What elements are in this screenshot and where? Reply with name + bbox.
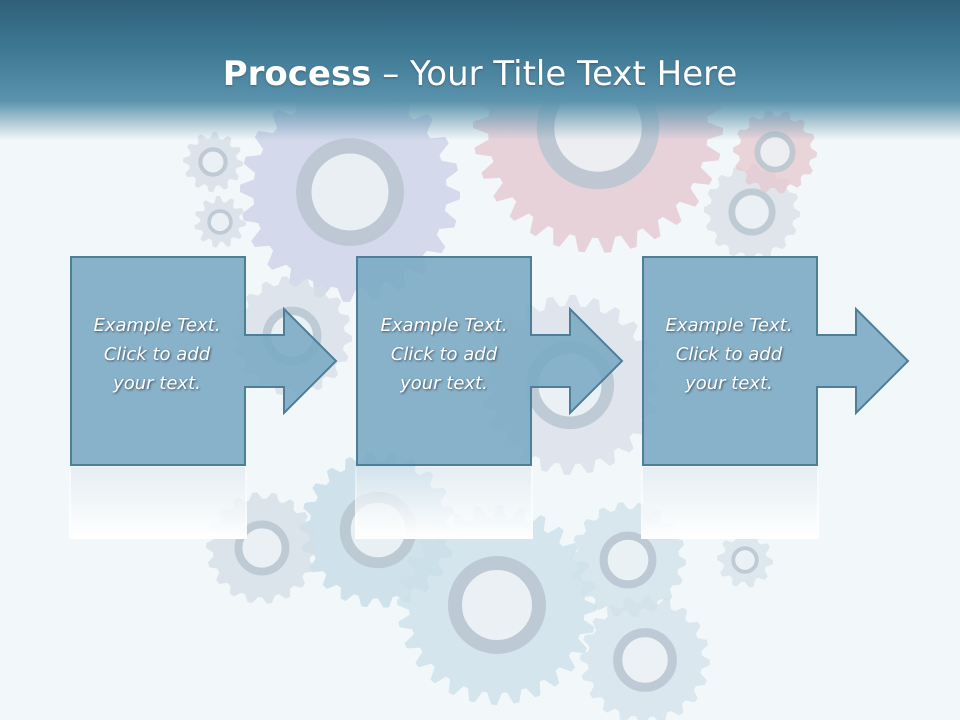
gear-hub: [728, 188, 776, 236]
process-step-3-shape[interactable]: [642, 256, 910, 466]
gear-hub: [448, 556, 546, 654]
gear-hub: [731, 546, 759, 574]
gear-hub: [296, 138, 404, 246]
reflection-fade: [641, 467, 819, 539]
reflection-fade: [69, 467, 247, 539]
gear-hub: [234, 520, 290, 576]
step-2-text[interactable]: Example Text. Click to add your text.: [380, 315, 508, 394]
gear-hub: [599, 531, 657, 589]
gear-hub: [613, 628, 677, 692]
step-3-text[interactable]: Example Text. Click to add your text.: [665, 315, 793, 394]
slide-title: Process – Your Title Text Here: [0, 52, 960, 96]
step-1-text[interactable]: Example Text. Click to add your text.: [93, 315, 221, 394]
title-rest: – Your Title Text Here: [371, 54, 738, 94]
process-step-2-shape[interactable]: [356, 256, 624, 466]
title-bold: Process: [222, 54, 372, 94]
shape-reflections: [69, 467, 819, 539]
title-band: [0, 0, 960, 140]
gear-hub: [198, 147, 228, 177]
reflection-fade: [355, 467, 533, 539]
gear-hub: [207, 209, 233, 235]
process-step-1-shape[interactable]: [70, 256, 338, 466]
